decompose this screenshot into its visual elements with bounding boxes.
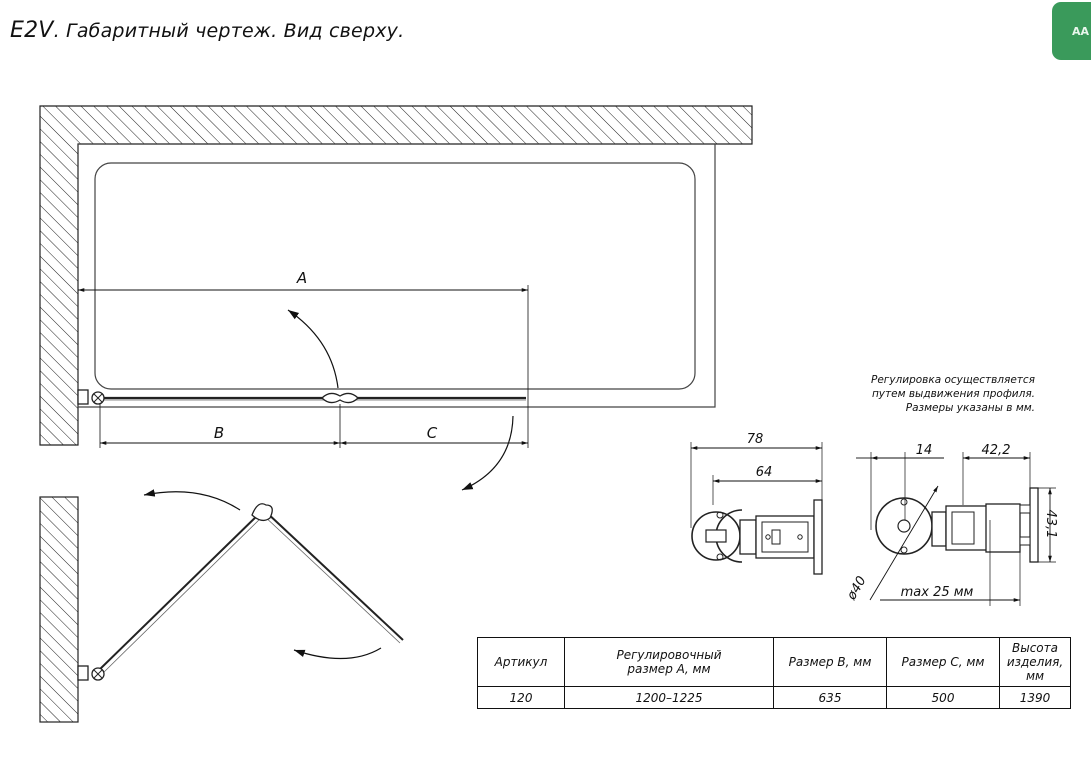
- cell-size-c: 500: [886, 686, 1000, 709]
- open-panel-1: [96, 510, 263, 673]
- cell-size-a: 1200–1225: [564, 686, 774, 709]
- avatar[interactable]: AA: [1052, 2, 1091, 60]
- profile-section-min: 78 64: [690, 432, 823, 575]
- model-code: E2V: [10, 18, 54, 43]
- dim-40-label: ø40: [844, 574, 870, 604]
- header-height-line1: Высота: [1012, 641, 1058, 655]
- spec-table: Артикул Регулировочный размер А, мм Разм…: [477, 637, 1071, 709]
- adjustment-note: Регулировка осуществляется путем выдвиже…: [830, 373, 1035, 415]
- table-header-row: Артикул Регулировочный размер А, мм Разм…: [477, 637, 1071, 687]
- header-height-line3: мм: [1025, 669, 1045, 683]
- dim-42-label: 42,2: [982, 443, 1011, 458]
- header-size-b: Размер B, мм: [773, 637, 887, 687]
- bathtub-inner-outline: [94, 162, 696, 390]
- dim-max-label: max 25 мм: [901, 585, 974, 600]
- rotation-arrow-down: [461, 415, 514, 491]
- header-height: Высота изделия, мм: [999, 637, 1071, 687]
- header-size-c: Размер С, мм: [886, 637, 1000, 687]
- rotation-arrow-left: [143, 489, 241, 511]
- bathtub-outline: [78, 143, 716, 408]
- wall-hatch: [39, 105, 753, 446]
- dimension-b-label: B: [214, 424, 224, 442]
- drawing-title: E2V. Габаритный чертеж. Вид сверху.: [10, 18, 404, 43]
- dimension-a-label: A: [296, 269, 307, 287]
- wall-profile: [77, 389, 105, 405]
- top-view: A B C: [39, 105, 753, 491]
- cell-article: 120: [477, 686, 565, 709]
- header-size-a-line2: размер А, мм: [627, 662, 711, 676]
- side-wall-hatch: [39, 496, 79, 723]
- cell-height: 1390: [999, 686, 1071, 709]
- header-height-line2: изделия,: [1006, 655, 1064, 669]
- note-line-3: Размеры указаны в мм.: [905, 402, 1035, 414]
- profile-section-max: 14 42,2 43,1 ø40 max 25 мм: [844, 443, 1058, 606]
- note-line-2: путем выдвижения профиля.: [871, 388, 1035, 400]
- dimension-c-label: C: [427, 424, 438, 442]
- panel-hinge: [321, 392, 359, 404]
- note-line-1: Регулировка осуществляется: [871, 374, 1035, 386]
- open-position-view: [39, 489, 404, 723]
- dim-64-label: 64: [756, 465, 773, 480]
- open-panel-2: [264, 510, 404, 641]
- header-article: Артикул: [477, 637, 565, 687]
- dim-43-label: 43,1: [1043, 510, 1058, 539]
- cell-size-b: 635: [773, 686, 887, 709]
- rotation-arrow-up: [287, 309, 339, 389]
- dim-78-label: 78: [747, 432, 764, 447]
- title-text: . Габаритный чертеж. Вид сверху.: [53, 20, 405, 42]
- header-size-a-line1: Регулировочный: [616, 648, 722, 662]
- header-size-a: Регулировочный размер А, мм: [564, 637, 774, 687]
- dim-14-label: 14: [916, 443, 933, 458]
- rotation-arrow-bottom: [293, 647, 382, 660]
- table-row: 120 1200–1225 635 500 1390: [477, 686, 1071, 709]
